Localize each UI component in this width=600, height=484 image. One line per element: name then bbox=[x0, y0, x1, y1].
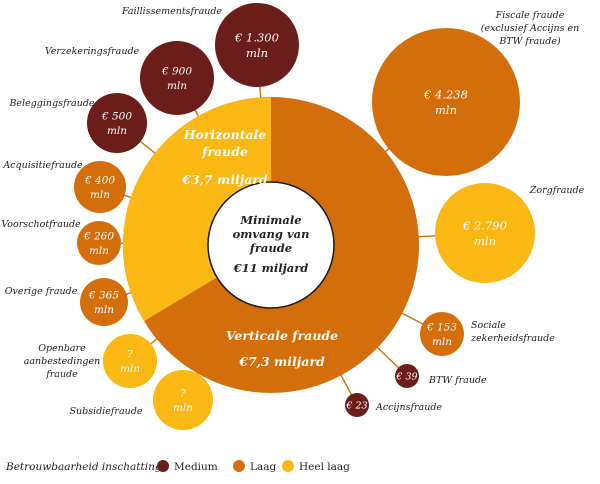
bubble-value-faillissementsfraude: mln bbox=[246, 46, 268, 60]
bubble-accijnsfraude: € 23 Accijnsfraude bbox=[345, 393, 442, 417]
bubble-circle-btw-fraude bbox=[395, 364, 419, 388]
bubble-value-zorgfraude: € 2.790 bbox=[462, 218, 507, 232]
bubble-overige-fraude: € 365 mln Overige fraude bbox=[5, 278, 128, 326]
bubble-value-verzekeringsfraude: mln bbox=[167, 80, 187, 92]
bubble-value-fiscale-fraude: mln bbox=[435, 103, 457, 117]
bubble-value-sociale-zekerheidsfraude: € 153 bbox=[426, 321, 457, 333]
connector-sociale-zekerheidsfraude bbox=[398, 310, 425, 326]
bubble-btw-fraude: € 39 BTW fraude bbox=[395, 364, 487, 388]
bubble-beleggingsfraude: € 500 mln Beleggingsfraude bbox=[8, 93, 147, 153]
bubble-circle-beleggingsfraude bbox=[87, 93, 147, 153]
bubble-circle-acquisitiefraude bbox=[74, 161, 126, 213]
bubble-label-openbare-aanbestedingen-fraude: fraude bbox=[45, 369, 78, 380]
bubble-label-openbare-aanbestedingen-fraude: Openbare bbox=[38, 343, 86, 354]
bubble-circle-fiscale-fraude bbox=[372, 28, 520, 176]
center-line: fraude bbox=[249, 241, 292, 255]
legend-label-medium: Medium bbox=[174, 461, 218, 473]
bubble-value-btw-fraude: € 39 bbox=[395, 371, 417, 382]
legend-swatch-medium bbox=[157, 460, 169, 472]
bubble-label-beleggingsfraude: Beleggingsfraude bbox=[8, 98, 94, 109]
bubble-label-zorgfraude: Zorgfraude bbox=[529, 185, 585, 196]
bubble-circle-zorgfraude bbox=[435, 183, 535, 283]
bubble-value-openbare-aanbestedingen-fraude: ? bbox=[127, 348, 133, 360]
bubble-label-acquisitiefraude: Acquisitiefraude bbox=[2, 160, 83, 171]
bubble-value-faillissementsfraude: € 1.300 bbox=[234, 30, 279, 44]
vertical-title: Verticale fraude bbox=[226, 328, 338, 343]
bubble-value-subsidiefraude: mln bbox=[173, 402, 193, 414]
center-hole bbox=[207, 181, 335, 309]
bubble-value-subsidiefraude: ? bbox=[180, 387, 186, 399]
bubble-value-zorgfraude: mln bbox=[474, 234, 496, 248]
legend-label-laag: Laag bbox=[250, 461, 276, 473]
bubble-zorgfraude: € 2.790 mln Zorgfraude bbox=[435, 183, 585, 283]
bubble-label-openbare-aanbestedingen-fraude: aanbestedingen bbox=[24, 356, 101, 367]
bubble-circle-verzekeringsfraude bbox=[140, 41, 214, 115]
bubble-value-voorschotfraude: mln bbox=[89, 245, 109, 257]
bubble-circle-overige-fraude bbox=[80, 278, 128, 326]
bubble-sociale-zekerheidsfraude: € 153 mln Sociale zekerheidsfraude bbox=[420, 312, 555, 356]
connector-btw-fraude bbox=[374, 344, 401, 370]
bubble-value-openbare-aanbestedingen-fraude: mln bbox=[120, 363, 140, 375]
bubble-label-btw-fraude: BTW fraude bbox=[428, 375, 487, 386]
legend: Betrouwbaarheid inschatting Medium Laag Hee… bbox=[5, 460, 350, 473]
bubble-label-accijnsfraude: Accijnsfraude bbox=[375, 402, 442, 413]
bubble-circle-openbare-aanbestedingen-fraude bbox=[103, 334, 157, 388]
bubble-value-overige-fraude: € 365 bbox=[88, 289, 119, 301]
bubble-label-sociale-zekerheidsfraude: Sociale bbox=[471, 320, 506, 331]
bubble-value-accijnsfraude: € 23 bbox=[345, 400, 367, 411]
vertical-value: €7,3 miljard bbox=[238, 354, 325, 369]
bubble-circle-sociale-zekerheidsfraude bbox=[420, 312, 464, 356]
bubble-value-sociale-zekerheidsfraude: mln bbox=[432, 336, 452, 348]
bubble-circle-accijnsfraude bbox=[345, 393, 369, 417]
connector-beleggingsfraude bbox=[138, 139, 159, 157]
bubble-value-overige-fraude: mln bbox=[94, 304, 114, 316]
bubble-label-voorschotfraude: Voorschotfraude bbox=[1, 219, 81, 230]
bubble-value-verzekeringsfraude: € 900 bbox=[161, 65, 192, 77]
legend-label-heel_laag: Heel laag bbox=[299, 461, 350, 473]
bubble-label-sociale-zekerheidsfraude: zekerheidsfraude bbox=[470, 333, 555, 344]
bubble-label-fiscale-fraude: BTW fraude) bbox=[498, 36, 561, 47]
bubble-label-fiscale-fraude: Fiscale fraude bbox=[495, 10, 565, 21]
bubble-label-overige-fraude: Overige fraude bbox=[5, 286, 78, 297]
horizontal-value: €3,7 miljard bbox=[181, 172, 268, 187]
bubble-label-verzekeringsfraude: Verzekeringsfraude bbox=[45, 46, 140, 57]
bubble-voorschotfraude: € 260 mln Voorschotfraude bbox=[1, 219, 121, 265]
bubble-label-fiscale-fraude: (exclusief Accijns en bbox=[481, 23, 579, 34]
bubble-openbare-aanbestedingen-fraude: ? mln Openbare aanbestedingen fraude bbox=[24, 334, 157, 388]
bubble-value-fiscale-fraude: € 4.238 bbox=[423, 87, 468, 101]
bubble-circle-voorschotfraude bbox=[77, 221, 121, 265]
legend-swatch-heel_laag bbox=[282, 460, 294, 472]
bubble-verzekeringsfraude: € 900 mln Verzekeringsfraude bbox=[45, 41, 214, 115]
bubble-value-beleggingsfraude: € 500 bbox=[101, 110, 132, 122]
bubble-value-acquisitiefraude: € 400 bbox=[84, 174, 115, 186]
bubble-value-acquisitiefraude: mln bbox=[90, 189, 110, 201]
bubble-circle-faillissementsfraude bbox=[215, 3, 299, 87]
horizontal-title-line: Horizontale bbox=[183, 127, 267, 142]
bubble-circle-subsidiefraude bbox=[153, 370, 213, 430]
bubble-faillissementsfraude: € 1.300 mln Faillissementsfraude bbox=[121, 3, 299, 87]
bubble-subsidiefraude: ? mln Subsidiefraude bbox=[70, 370, 213, 430]
bubble-value-beleggingsfraude: mln bbox=[107, 125, 127, 137]
legend-swatch-laag bbox=[233, 460, 245, 472]
bubble-value-voorschotfraude: € 260 bbox=[83, 230, 114, 242]
bubble-fiscale-fraude: € 4.238 mln Fiscale fraude (exclusief Accij… bbox=[372, 10, 579, 176]
legend-title: Betrouwbaarheid inschatting bbox=[5, 461, 162, 473]
bubble-label-subsidiefraude: Subsidiefraude bbox=[70, 406, 143, 417]
bubble-acquisitiefraude: € 400 mln Acquisitiefraude bbox=[2, 160, 126, 213]
bubble-label-faillissementsfraude: Faillissementsfraude bbox=[121, 6, 222, 17]
center-line: Minimale bbox=[239, 213, 301, 227]
center-total: €11 miljard bbox=[233, 261, 309, 275]
center-line: omvang van bbox=[233, 227, 310, 241]
horizontal-title-line: fraude bbox=[201, 144, 248, 159]
connector-accijnsfraude bbox=[338, 371, 353, 397]
